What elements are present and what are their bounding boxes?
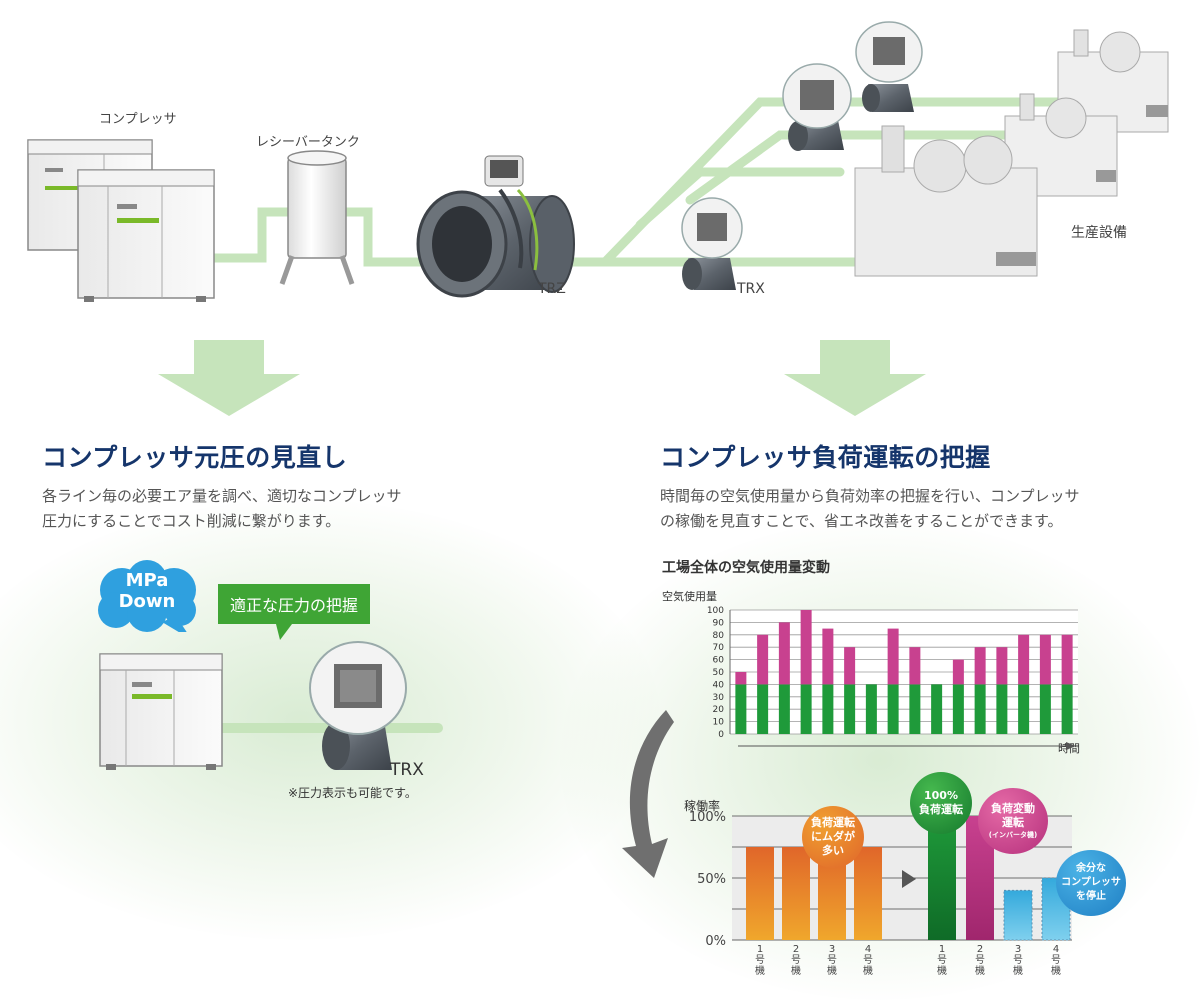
chart1-bar-base	[1039, 684, 1051, 734]
chart1-bar-base	[974, 684, 986, 734]
right-heading: コンプレッサ負荷運転の把握	[660, 443, 991, 472]
system-diagram	[27, 21, 1169, 302]
chart1-bar-base	[996, 684, 1008, 734]
down-arrow-icon-2	[784, 340, 926, 416]
chart1-bar-base	[844, 684, 856, 734]
compressor-icon-small	[99, 653, 223, 770]
chart1-ytick-label: 60	[713, 656, 725, 666]
chart1-ytick-label: 40	[713, 680, 725, 690]
trx-flowmeter-icon-3	[855, 21, 923, 112]
chart1-bar-base	[1061, 684, 1073, 734]
chart1-bar-base	[735, 684, 747, 734]
chart1-title: 工場全体の空気使用量変動	[662, 560, 830, 576]
pressure-note: ※圧力表示も可能です。	[288, 786, 417, 800]
right-description: 時間毎の空気使用量から負荷効率の把握を行い、コンプレッサ の稼働を見直すことで、…	[660, 487, 1080, 530]
curved-arrow-icon	[622, 710, 674, 878]
chart1-bar-top	[757, 634, 769, 685]
chart1-bar-top	[909, 647, 921, 685]
chart1-ytick-label: 70	[713, 643, 725, 653]
chart1-ytick-label: 10	[713, 718, 725, 728]
production-label: 生産設備	[1071, 225, 1127, 241]
chart2-stopped-outline	[1003, 889, 1033, 941]
receiver-tank-label: レシーバータンク	[256, 135, 360, 150]
chart1-bar-top	[1061, 634, 1073, 685]
down-arrow-icon	[158, 340, 300, 416]
chart2-ytick-label: 50%	[697, 872, 726, 887]
chart1-bar-top	[952, 659, 964, 685]
chart2-before-bar	[854, 847, 882, 940]
chart1-ytick-label: 20	[713, 705, 725, 715]
chart1-ytick-label: 0	[718, 730, 724, 740]
chart1-bar-base	[800, 684, 812, 734]
chart1-bar-top	[996, 647, 1008, 685]
chart2-before-bar	[782, 847, 810, 940]
chart1-ytick-label: 80	[713, 631, 725, 641]
chart1-svg: 0 10 20 30 40 50 60 70 80 90 100	[707, 606, 1078, 750]
compressor-front-icon	[77, 169, 215, 302]
chart2-next-arrow-icon	[902, 870, 916, 888]
chart1-time-arrow-icon	[1066, 742, 1076, 750]
chart1-bar-base	[865, 684, 877, 734]
badge-variable-load: 負荷変動 運転 (インバータ機)	[978, 788, 1048, 854]
badge-waste: 負荷運転 にムダが 多い	[802, 806, 864, 868]
chart1-bar-base	[778, 684, 790, 734]
trx-flowmeter-large-icon	[309, 641, 407, 770]
chart1-ytick-label: 100	[707, 606, 724, 616]
chart1-bar-top	[1039, 634, 1051, 685]
chart1-bar-base	[931, 684, 943, 734]
receiver-tank-icon	[279, 150, 355, 285]
chart1-bar-base	[909, 684, 921, 734]
chart1-ytick-label: 30	[713, 693, 725, 703]
chart1-ytick-label: 50	[713, 668, 725, 678]
compressor-label: コンプレッサ	[99, 112, 177, 127]
cloud-bubble-icon	[98, 560, 196, 632]
trx-flowmeter-icon	[681, 197, 743, 290]
badge-full-load: 100% 負荷運転	[910, 772, 972, 834]
chart1-bar-top	[1018, 634, 1030, 685]
left-description: 各ライン毎の必要エア量を調べ、適切なコンプレッサ 圧力にすることでコスト削減に繋…	[42, 487, 402, 530]
chart1-bar-base	[1018, 684, 1030, 734]
trz-flowmeter-icon	[416, 155, 575, 298]
trx-label-left: TRX	[390, 760, 424, 780]
chart1-bar-base	[757, 684, 769, 734]
chart1-bar-top	[844, 647, 856, 685]
chart2-ytick-label: 0%	[705, 934, 726, 949]
trx-label: TRX	[737, 281, 765, 297]
chart1-bar-base	[822, 684, 834, 734]
cloud-text: MPa Down	[118, 570, 176, 612]
left-heading: コンプレッサ元圧の見直し	[42, 443, 348, 472]
chart1-ytick-label: 90	[713, 618, 725, 628]
trx-flowmeter-icon-2	[782, 63, 852, 151]
chart1-bar-base	[887, 684, 899, 734]
production-equipment-icon	[854, 29, 1169, 277]
trz-label: TRZ	[538, 281, 566, 297]
chart1-bar-top	[778, 622, 790, 685]
chart2-after-bar	[928, 816, 956, 940]
chart1-bar-top	[735, 672, 747, 685]
chart2-before-bar	[746, 847, 774, 940]
chart1-ylabel: 空気使用量	[662, 590, 717, 603]
air-pipe	[205, 97, 1065, 267]
chart2-ytick-label: 100%	[689, 810, 726, 825]
badge-stop: 余分な コンプレッサ を停止	[1056, 850, 1126, 916]
chart2-after-bar	[1004, 890, 1032, 940]
chart1-bar-top	[800, 610, 812, 685]
chart1-bar-top	[822, 628, 834, 685]
chart2-ylabel: 稼働率	[684, 799, 721, 813]
chart1-bar-top	[887, 628, 899, 685]
chart1-bar-base	[952, 684, 964, 734]
chart1-bar-top	[974, 647, 986, 685]
callout-bubble: 適正な圧力の把握	[218, 584, 371, 640]
